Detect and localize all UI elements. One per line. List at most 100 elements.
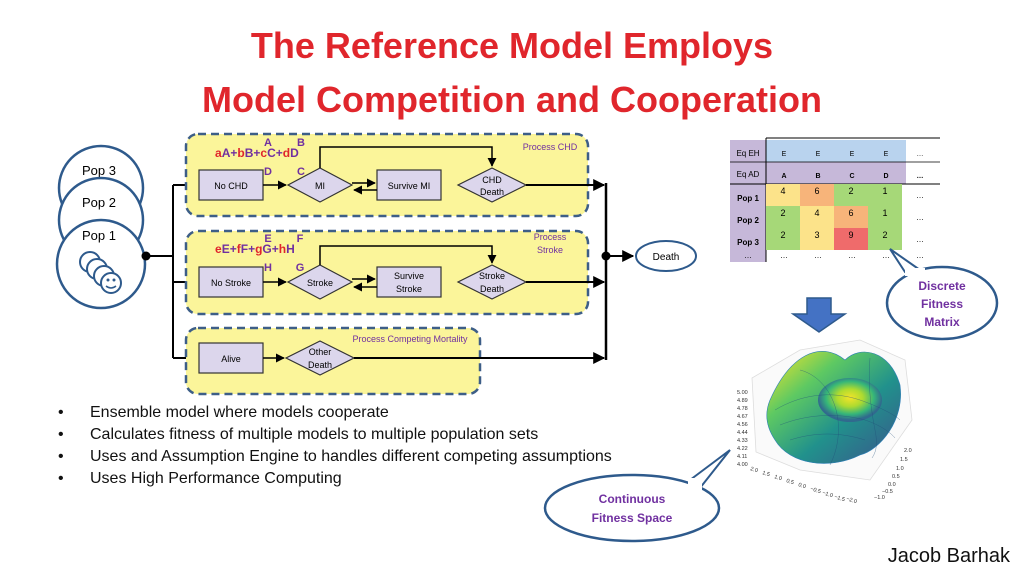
state-alive-label: Alive [221, 354, 241, 364]
matrix-value-cell [834, 228, 868, 250]
x-tick: 0.5 [785, 478, 794, 486]
z-tick: 4.56 [737, 422, 748, 428]
pop-3-label: Pop 3 [82, 163, 116, 178]
process-stroke-label-2: Stroke [537, 245, 563, 255]
bullet-item: Uses High Performance Computing [58, 468, 612, 490]
matrix-value-label: 1 [882, 208, 887, 218]
state-chd-death-label-2: Death [480, 187, 504, 197]
z-tick: 5.00 [737, 390, 748, 396]
matrix-value-cell [868, 184, 902, 206]
state-mi-label: MI [315, 181, 325, 191]
state-no-chd [198, 169, 264, 201]
state-chd-death-label-1: CHD [482, 175, 502, 185]
matrix-value-label: 2 [780, 208, 785, 218]
process-chd: Process CHD A B aA+bB+cC+dD D C No CHD M… [184, 132, 590, 218]
x-tick: 1.5 [761, 470, 770, 478]
state-no-chd-label: No CHD [214, 181, 248, 191]
surface-y-ticks: 2.0 1.5 1.0 0.5 0.0 −0.5 −1.0 [874, 448, 912, 501]
people-icon [79, 251, 122, 294]
matrix-value-label: 2 [882, 230, 887, 240]
pop-1-label: Pop 1 [82, 228, 116, 243]
state-survive-stroke [376, 266, 442, 298]
matrix-value-label: 6 [848, 208, 853, 218]
process-stroke: Process Stroke E F eE+fF+gG+hH H G No St… [184, 229, 590, 316]
continuous-line-1: Continuous [599, 492, 666, 506]
down-arrow-icon [790, 297, 848, 333]
population-stack: Pop 3 Pop 2 Pop 1 [55, 144, 147, 310]
continuous-fitness-callout: Continuous Fitness Space [543, 449, 731, 543]
z-tick: 4.11 [737, 454, 747, 460]
z-tick: 4.44 [737, 430, 748, 436]
matrix-ad-cell: B [815, 173, 820, 180]
matrix-ellipsis: … [882, 251, 890, 260]
discrete-line-2: Fitness [921, 297, 963, 311]
death-node [635, 240, 697, 272]
state-stroke-label: Stroke [307, 278, 333, 288]
chd-formula: aA+bB+cC+dD [215, 146, 299, 160]
process-stroke-label-1: Process [534, 232, 567, 242]
state-no-stroke-label: No Stroke [211, 278, 251, 288]
state-mi [286, 167, 354, 203]
matrix-value-label: 1 [882, 186, 887, 196]
y-tick: 0.5 [892, 474, 900, 480]
matrix-value-cell [766, 184, 800, 206]
matrix-value-cell [766, 206, 800, 228]
matrix-ad-cell: D [883, 173, 888, 180]
matrix-eh-row [766, 140, 906, 162]
z-tick: 4.67 [737, 414, 748, 420]
state-stroke-death [456, 264, 528, 300]
state-chd-death [456, 167, 528, 203]
matrix-header-column [730, 140, 766, 262]
matrix-value-cell [834, 184, 868, 206]
matrix-ad-cell: A [781, 173, 786, 180]
matrix-pop2-label: Pop 2 [737, 216, 759, 225]
chd-letter-a: A [264, 137, 272, 149]
discrete-line-3: Matrix [924, 315, 960, 329]
state-survive-stroke-label-2: Stroke [396, 284, 422, 294]
death-node-label: Death [653, 252, 680, 263]
state-stroke-death-label-1: Stroke [479, 271, 505, 281]
slide-title-line-2: Model Competition and Cooperation [202, 79, 822, 120]
process-competing-mortality: Process Competing Mortality Alive Other … [184, 326, 482, 396]
x-tick: 1.0 [773, 474, 782, 482]
matrix-ellipsis: … [916, 235, 924, 244]
x-tick: 0.0 [797, 482, 806, 490]
z-tick: 4.22 [737, 446, 748, 452]
process-competing-label: Process Competing Mortality [352, 334, 468, 344]
x-tick: 2.0 [749, 466, 758, 474]
matrix-pop3-label: Pop 3 [737, 238, 759, 247]
y-tick: 1.5 [900, 457, 908, 463]
matrix-value-label: 2 [848, 186, 853, 196]
chd-letter-d: D [264, 166, 272, 178]
discrete-fitness-callout: Discrete Fitness Matrix [885, 248, 999, 341]
stroke-letter-e: E [264, 233, 271, 245]
author-name: Jacob Barhak [887, 545, 1010, 567]
state-other-death-label-1: Other [309, 347, 332, 357]
bullet-item: Ensemble model where models cooperate [58, 402, 612, 424]
matrix-value-label: 3 [814, 230, 819, 240]
matrix-value-cell [800, 184, 834, 206]
state-other-death-label-2: Death [308, 360, 332, 370]
chd-letter-b: B [297, 137, 305, 149]
matrix-value-cell [868, 206, 902, 228]
stroke-letter-g: G [296, 262, 305, 274]
matrix-value-label: 4 [780, 186, 785, 196]
matrix-eh-cell: E [884, 151, 889, 158]
state-survive-stroke-label-1: Survive [394, 271, 424, 281]
y-tick: −0.5 [882, 489, 893, 495]
stroke-letter-h: H [264, 262, 272, 274]
continuous-line-2: Fitness Space [592, 511, 673, 525]
matrix-ellipsis: … [814, 251, 822, 260]
matrix-row-ad-label: Eq AD [737, 170, 760, 179]
discrete-line-1: Discrete [918, 279, 966, 293]
matrix-value-label: 2 [780, 230, 785, 240]
y-tick: 2.0 [904, 448, 912, 454]
slide-title-line-1: The Reference Model Employs [250, 25, 774, 66]
stroke-letter-f: F [297, 233, 304, 245]
matrix-ellipsis-label: … [744, 251, 752, 260]
matrix-pop1-label: Pop 1 [737, 194, 759, 203]
y-tick: −1.0 [874, 495, 885, 501]
